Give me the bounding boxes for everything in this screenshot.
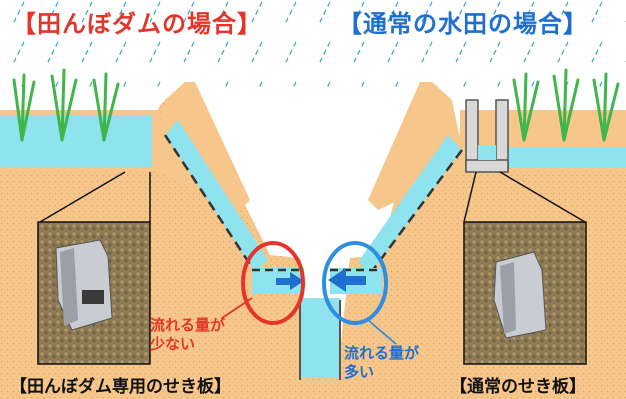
sky-background [0,0,626,90]
right-paddy-water [508,148,626,168]
grass-right-icon [512,68,620,142]
left-leader-line-a [39,171,126,223]
right-drain-pipe [358,135,462,274]
standard-weir-photo [463,221,587,365]
annotation-small-flow-line1: 流れる量が [150,316,226,334]
title-normal-paddy: 【通常の水田の場合】 [338,10,588,38]
left-drain-pipe [165,120,268,272]
annotation-large-flow-line1: 流れる量が [344,344,420,362]
blue-pointer-line [367,319,397,345]
annotation-large-flow-line2: 多い [344,363,375,381]
red-highlight-circle [241,241,305,325]
annotation-small-flow-line2: 少ない [150,335,196,353]
grass-left-icon [12,68,120,142]
flow-arrow-left-icon [328,268,366,292]
dam-weir-photo [37,221,151,365]
caption-standard-weir: 【通常のせき板】 [450,377,586,397]
left-pipe-edge [163,134,257,273]
left-levee [150,82,250,210]
title-tanbo-dam: 【田んぼダムの場合】 [12,10,262,38]
red-pointer-line [221,297,253,319]
standard-weir-box [465,99,509,173]
right-leader-line-a [463,171,477,223]
right-pipe-edge [368,149,464,275]
blue-highlight-circle [322,241,388,325]
right-leader-line-b [499,171,586,223]
annotation-large-flow: 流れる量が 多い [344,344,419,382]
channel-outline [299,300,341,380]
caption-dam-weir: 【田んぼダム専用のせき板】 [10,377,231,397]
flow-arrow-right-icon [276,272,304,290]
annotation-small-flow: 流れる量が 少ない [150,316,225,354]
